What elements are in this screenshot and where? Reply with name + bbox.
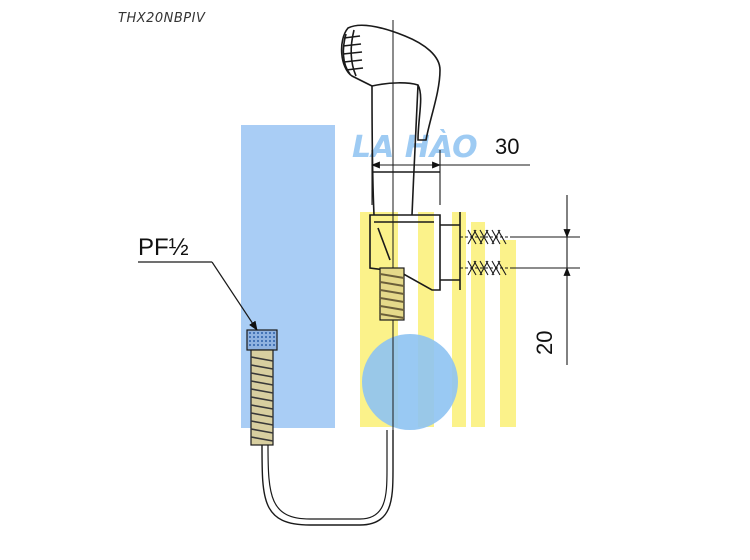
spray-head <box>340 24 441 216</box>
hose <box>261 430 394 526</box>
dimension-spacing-label: 20 <box>532 331 557 355</box>
thread-leader <box>138 261 258 331</box>
thread-label: PF½ <box>138 234 189 261</box>
mounting-screws <box>460 229 512 276</box>
hose-connector <box>246 329 278 446</box>
dimension-width-label: 30 <box>495 134 519 159</box>
holder-thread <box>379 267 405 321</box>
watermark-blue-circle <box>362 334 458 430</box>
wall-holder <box>369 212 461 291</box>
model-code-label: THX20NBPIV <box>118 11 206 26</box>
dimension-width <box>371 150 530 205</box>
dimension-spacing <box>512 195 580 365</box>
hose-inner-line <box>267 430 388 520</box>
